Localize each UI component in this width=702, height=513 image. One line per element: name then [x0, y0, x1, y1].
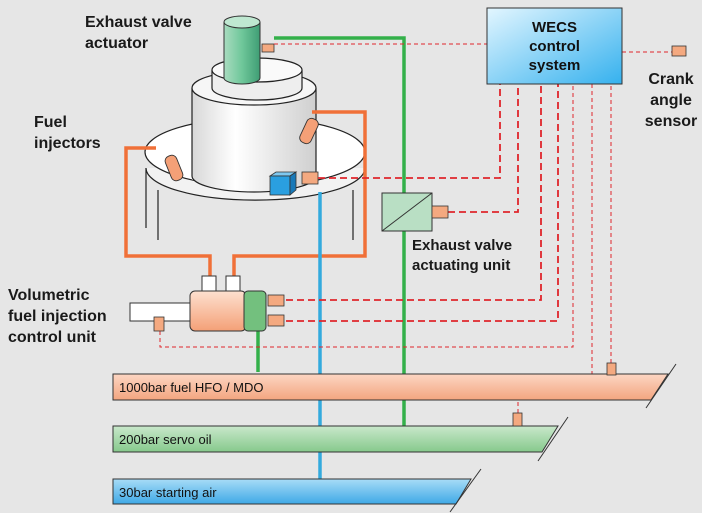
wecs-control-system-label: WECS control system [528, 18, 581, 74]
fuel-injector-left [164, 154, 184, 182]
fuel-injectors-label: Fuel injectors [34, 114, 101, 152]
fuel-rail-label: 1000bar fuel HFO / MDO [119, 380, 264, 395]
fuel-injection-control-unit [129, 275, 285, 332]
servo-oil-lines [256, 36, 406, 430]
starting-air-valve [268, 171, 319, 196]
fuel-injector-right [299, 117, 319, 145]
crank-angle-sensor-label: Crank angle sensor [644, 71, 698, 130]
exhaust-valve-actuator [223, 15, 275, 85]
exhaust-valve-actuating-unit [381, 192, 449, 232]
exhaust-valve-actuating-unit-label: Exhaust valve actuating unit [412, 237, 513, 274]
exhaust-valve-actuator-label: Exhaust valve actuator [85, 14, 192, 52]
servo-oil-rail [112, 412, 569, 462]
fuel-injection-control-unit-label: Volumetric fuel injection control unit [8, 287, 107, 346]
starting-air-rail-label: 30bar starting air [119, 485, 217, 500]
wecs-box [486, 7, 623, 85]
fuel-rail [112, 362, 677, 409]
fuel-lines [124, 110, 367, 276]
cylinder-body [191, 70, 317, 193]
crank-angle-sensor [671, 45, 687, 57]
signal-lines [286, 84, 559, 322]
servo-oil-rail-label: 200bar servo oil [119, 432, 212, 447]
starting-air-rail [112, 468, 482, 513]
